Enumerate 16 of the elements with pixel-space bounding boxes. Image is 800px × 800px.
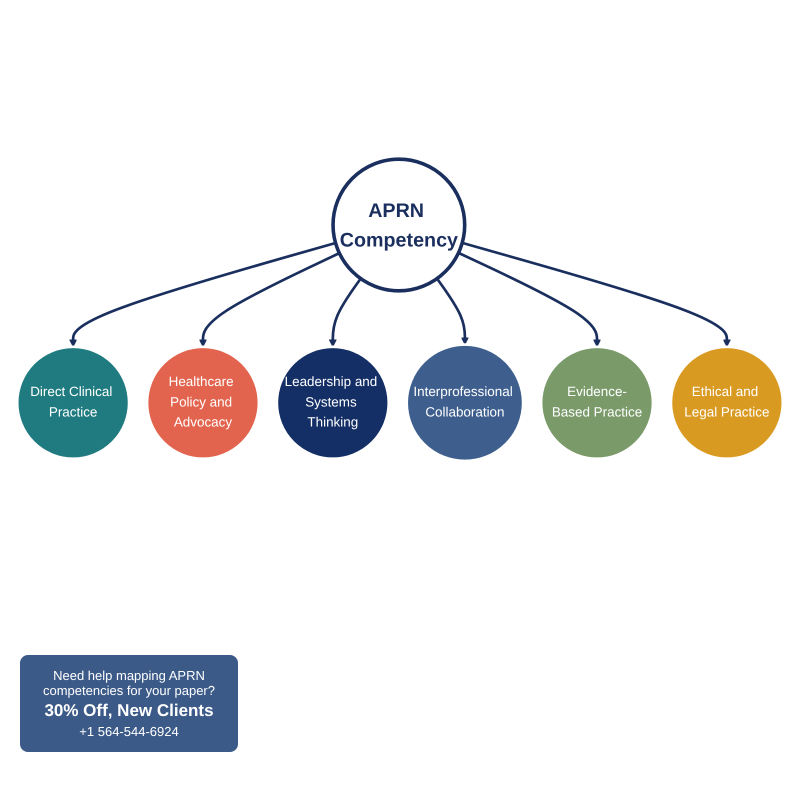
arrow bbox=[436, 278, 469, 345]
node-circle: Evidence-Based Practice bbox=[540, 345, 654, 460]
node-circle: Interprofessional Collaboration bbox=[405, 343, 524, 462]
node-circle: Direct Clinical Practice bbox=[16, 345, 130, 460]
arrow bbox=[328, 278, 362, 348]
arrow bbox=[458, 252, 601, 348]
arrow bbox=[199, 252, 340, 348]
arrow bbox=[462, 242, 731, 348]
node-circle: Ethical and Legal Practice bbox=[670, 345, 784, 460]
node-circle: Healthcare Policy and Advocacy bbox=[146, 345, 260, 460]
node-circle: Leadership and Systems Thinking bbox=[276, 345, 390, 460]
node-circle: APRN Competency bbox=[331, 157, 466, 293]
phone-number: +1 564-544-6924 bbox=[78, 724, 180, 739]
promo-text: Need help mapping APRN competencies for your paper? bbox=[42, 668, 216, 698]
offer-headline: 30% Off, New Clients bbox=[43, 701, 215, 721]
arrow bbox=[69, 242, 336, 348]
